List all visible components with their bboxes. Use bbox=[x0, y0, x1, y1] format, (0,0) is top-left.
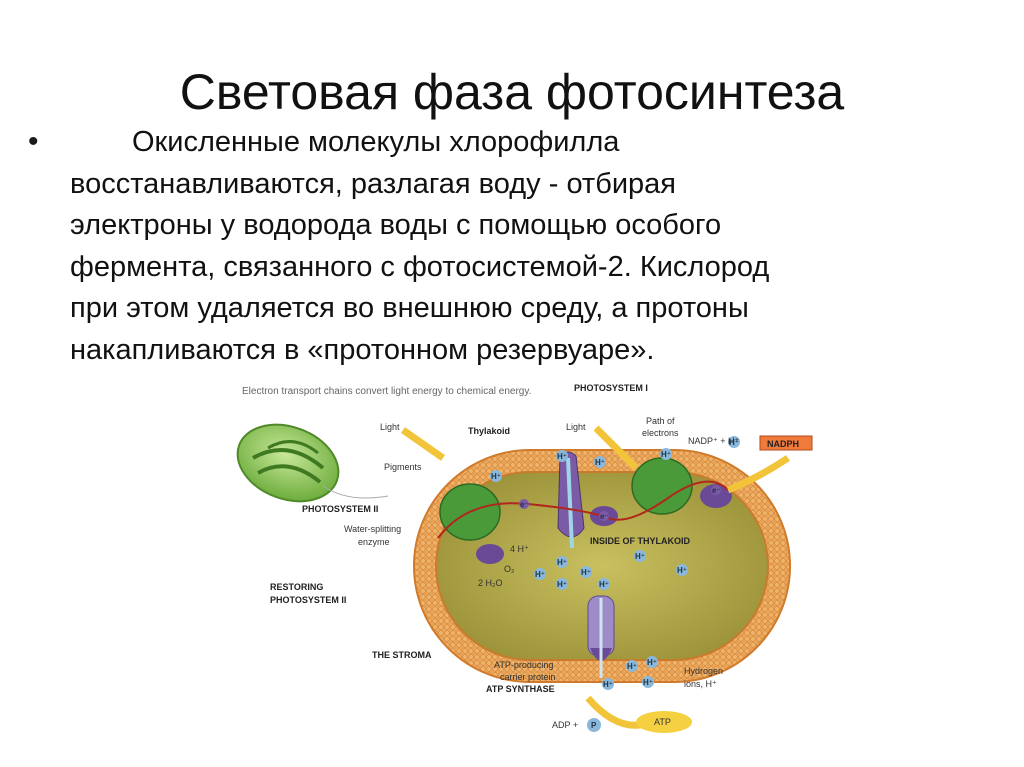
ion-label: H⁺ bbox=[595, 458, 605, 467]
label-water-splitting: Water-splitting bbox=[344, 524, 401, 534]
label-electrons: electrons bbox=[642, 428, 679, 438]
chloroplast-illustration bbox=[236, 423, 389, 503]
nadph-arrow bbox=[726, 455, 790, 494]
proton-channel bbox=[566, 457, 574, 549]
electron-marker bbox=[519, 499, 529, 509]
ion-label: H⁺ bbox=[603, 680, 613, 689]
label-restoring: RESTORING bbox=[270, 582, 323, 592]
nadph-box bbox=[759, 435, 813, 451]
light-arrow bbox=[593, 425, 639, 471]
water-splitting-enzyme bbox=[476, 544, 504, 564]
hydrogen-ion-group: H⁺ H⁺ H⁺ H⁺ H⁺ H⁺ H⁺ H⁺ H⁺ H⁺ H⁺ H⁺ H⁺ H… bbox=[490, 436, 740, 690]
label-o2: O₂ bbox=[504, 564, 515, 574]
label-stroma: THE STROMA bbox=[372, 650, 432, 660]
ion-label: H⁺ bbox=[661, 450, 671, 459]
photosystem-1-complex bbox=[631, 457, 693, 515]
label-pigments: Pigments bbox=[384, 462, 422, 472]
nadph-label: NADPH bbox=[767, 439, 799, 449]
ion-label: H⁺ bbox=[557, 580, 567, 589]
light-arrow bbox=[400, 427, 446, 461]
ion-label: H⁺ bbox=[491, 472, 501, 481]
thylakoid-diagram: Electron transport chains convert light … bbox=[228, 378, 828, 758]
label-path-of: Path of bbox=[646, 416, 675, 426]
thylakoid-diagram-svg: Electron transport chains convert light … bbox=[236, 383, 813, 733]
electron-carrier bbox=[700, 484, 732, 508]
label-atp-producing: ATP-producing bbox=[494, 660, 553, 670]
ion-label: H⁺ bbox=[677, 566, 687, 575]
ion-label: H⁺ bbox=[581, 568, 591, 577]
electron-label: e⁻ bbox=[600, 512, 609, 521]
ion-label: H⁺ bbox=[647, 658, 657, 667]
slide-title: Световая фаза фотосинтеза bbox=[179, 64, 845, 120]
label-light-1: Light bbox=[380, 422, 400, 432]
paragraph-line: восстанавливаются, разлагая воду - отбир… bbox=[70, 167, 676, 200]
label-nadp: NADP⁺ + H⁺ bbox=[688, 436, 740, 446]
paragraph: Окисленные молекулы хлорофилла восстанав… bbox=[70, 122, 930, 371]
diagram-caption: Electron transport chains convert light … bbox=[242, 386, 531, 397]
paragraph-line: фермента, связанного с фотосистемой-2. К… bbox=[70, 250, 770, 283]
ion-label: H⁺ bbox=[599, 580, 609, 589]
ion-label: H⁺ bbox=[627, 662, 637, 671]
phosphate-label: P bbox=[591, 721, 597, 730]
label-photosystem-1: PHOTOSYSTEM I bbox=[574, 383, 648, 393]
paragraph-line: электроны у водорода воды с помощью особ… bbox=[70, 209, 722, 241]
electron-label: e⁻ bbox=[520, 500, 529, 509]
label-atp-synthase: ATP SYNTHASE bbox=[486, 684, 555, 694]
atp-blob bbox=[636, 711, 692, 733]
paragraph-line: при этом удаляется во внешнюю среду, а п… bbox=[70, 292, 749, 324]
label-hydrogen-ions: ions, H⁺ bbox=[684, 679, 717, 689]
ion-label: H⁺ bbox=[635, 552, 645, 561]
ion-label: H⁺ bbox=[557, 558, 567, 567]
ion-label: H⁺ bbox=[729, 438, 739, 447]
label-enzyme: enzyme bbox=[358, 537, 390, 547]
electron-marker bbox=[599, 511, 609, 521]
label-light-2: Light bbox=[566, 422, 586, 432]
thylakoid-membrane bbox=[413, 449, 791, 683]
bullet-point: • bbox=[28, 125, 39, 158]
label-adp: ADP + bbox=[552, 720, 578, 730]
label-hydrogen: Hydrogen bbox=[684, 666, 723, 676]
label-inside-thylakoid: INSIDE OF THYLAKOID bbox=[590, 536, 691, 546]
ion-label: H⁺ bbox=[643, 678, 653, 687]
ion-label: H⁺ bbox=[535, 570, 545, 579]
paragraph-line: накапливаются в «протонном резервуаре». bbox=[70, 333, 655, 366]
electron-marker bbox=[711, 485, 721, 495]
label-2h2o: 2 H₂O bbox=[478, 578, 503, 588]
label-photosystem-2: PHOTOSYSTEM II bbox=[302, 504, 378, 514]
atp-synthase-protein bbox=[587, 595, 615, 678]
label-carrier-protein: carrier protein bbox=[500, 672, 556, 682]
label-restoring-ps2: PHOTOSYSTEM II bbox=[270, 595, 346, 605]
label-thylakoid: Thylakoid bbox=[468, 426, 510, 436]
paragraph-line: Окисленные молекулы хлорофилла bbox=[132, 126, 620, 158]
atp-label: ATP bbox=[654, 717, 671, 727]
phosphate-marker bbox=[587, 718, 601, 732]
ion-label: H⁺ bbox=[557, 452, 567, 461]
label-4h: 4 H⁺ bbox=[510, 544, 529, 554]
electron-label: e⁻ bbox=[712, 486, 721, 495]
